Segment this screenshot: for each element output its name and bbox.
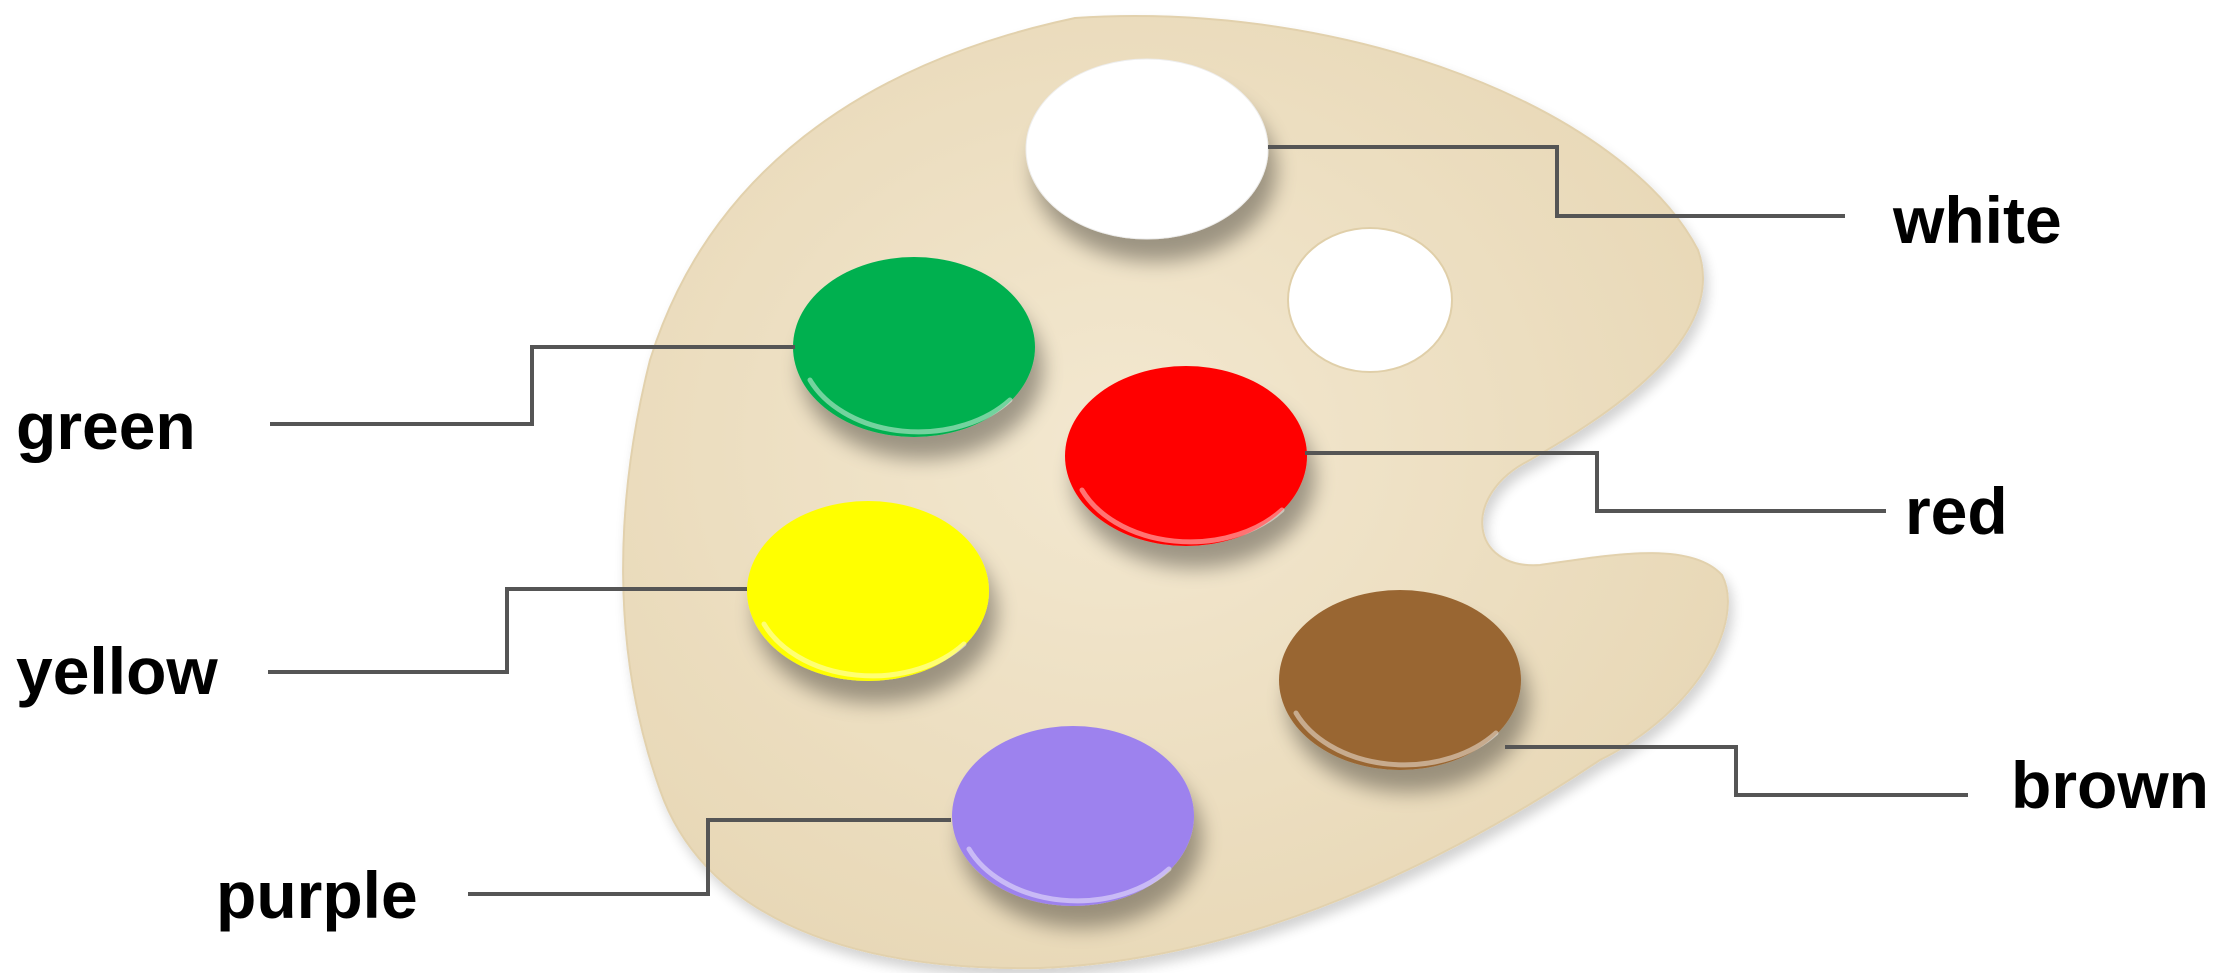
label-red: red xyxy=(1905,474,2008,548)
label-yellow: yellow xyxy=(16,634,218,708)
label-green: green xyxy=(16,389,196,463)
label-purple: purple xyxy=(216,858,418,932)
label-brown: brown xyxy=(2011,748,2209,822)
paint-blob-white xyxy=(1026,59,1268,239)
label-white: white xyxy=(1892,183,2062,257)
thumb-hole xyxy=(1288,228,1452,372)
